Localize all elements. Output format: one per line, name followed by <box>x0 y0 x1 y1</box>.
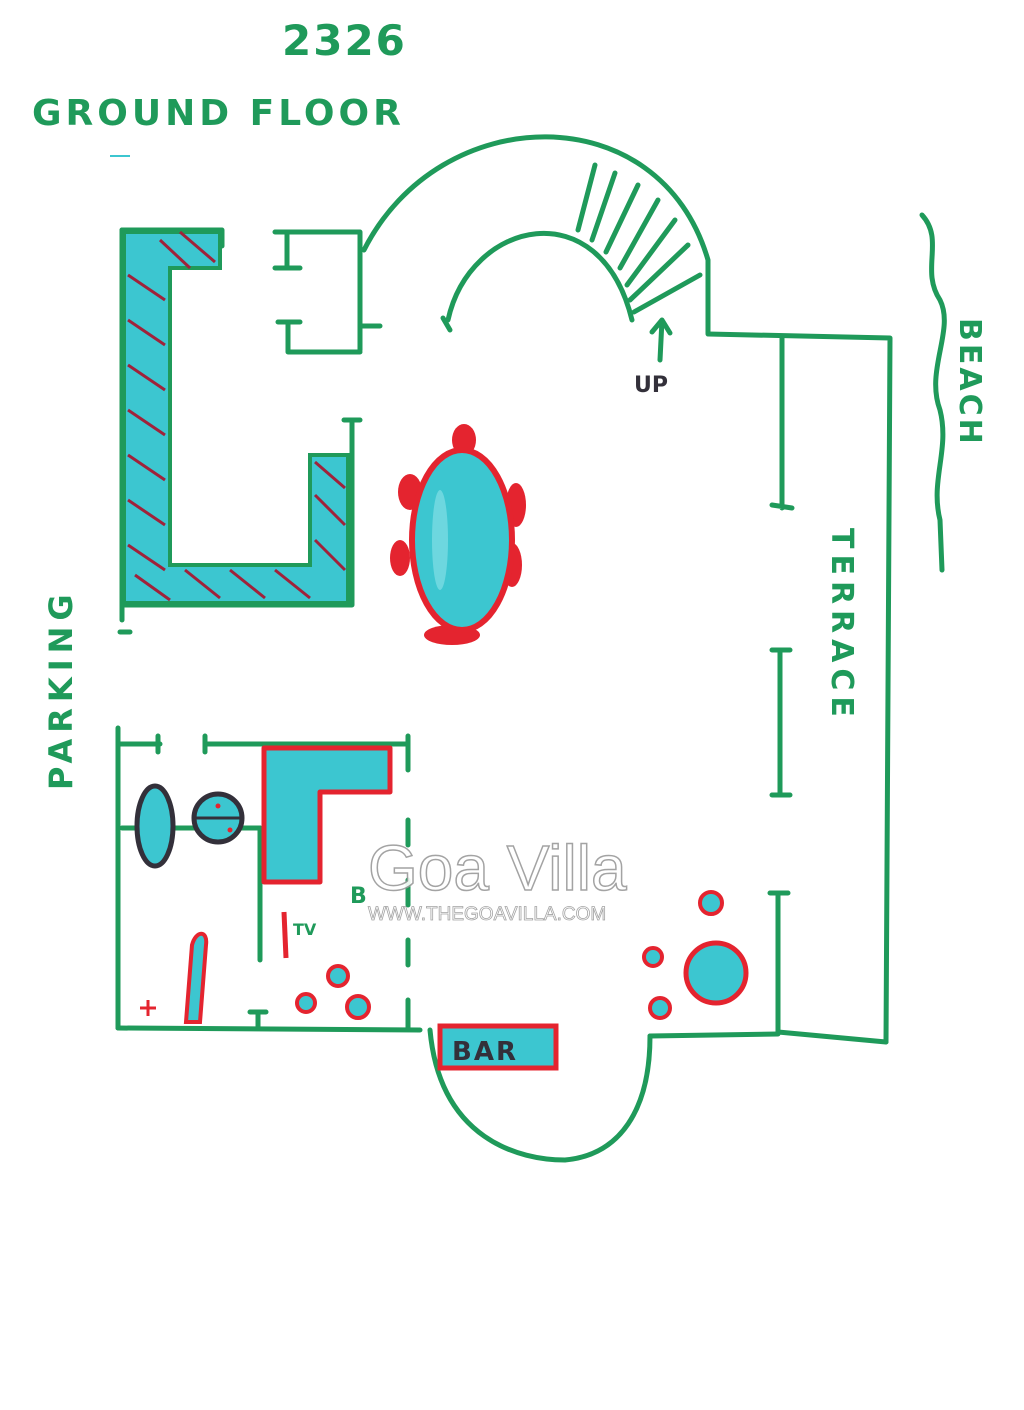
walls <box>115 134 947 1163</box>
shower-bar <box>183 931 209 1024</box>
parking-label: PARKING <box>42 588 80 790</box>
terrace-label: TERRACE <box>824 528 859 723</box>
watermark-url: WWW.THEGOAVILLA.COM <box>368 904 606 925</box>
stools <box>295 890 724 1020</box>
chair <box>390 540 410 576</box>
sink <box>134 783 176 869</box>
watermark: Goa Villa WWW.THEGOAVILLA.COM <box>367 831 627 925</box>
plan-number: 2326 <box>282 16 407 65</box>
floor-title: GROUND FLOOR <box>32 93 405 134</box>
bar-label: BAR <box>452 1037 518 1067</box>
b-mark: B <box>350 884 367 909</box>
lounge-sofa <box>261 745 393 885</box>
bar-counter: BAR <box>437 1023 559 1071</box>
beach-label: BEACH <box>952 318 987 447</box>
tv-label: TV <box>293 920 317 939</box>
bathroom-fixtures <box>134 783 245 1024</box>
round-table <box>683 940 749 1006</box>
table-top <box>409 447 515 633</box>
kitchen-counter <box>122 230 350 605</box>
stairs-up-label: UP <box>634 373 668 398</box>
tv-unit <box>281 911 289 959</box>
watermark-brand: Goa Villa <box>368 832 627 904</box>
dining-table <box>390 424 526 645</box>
